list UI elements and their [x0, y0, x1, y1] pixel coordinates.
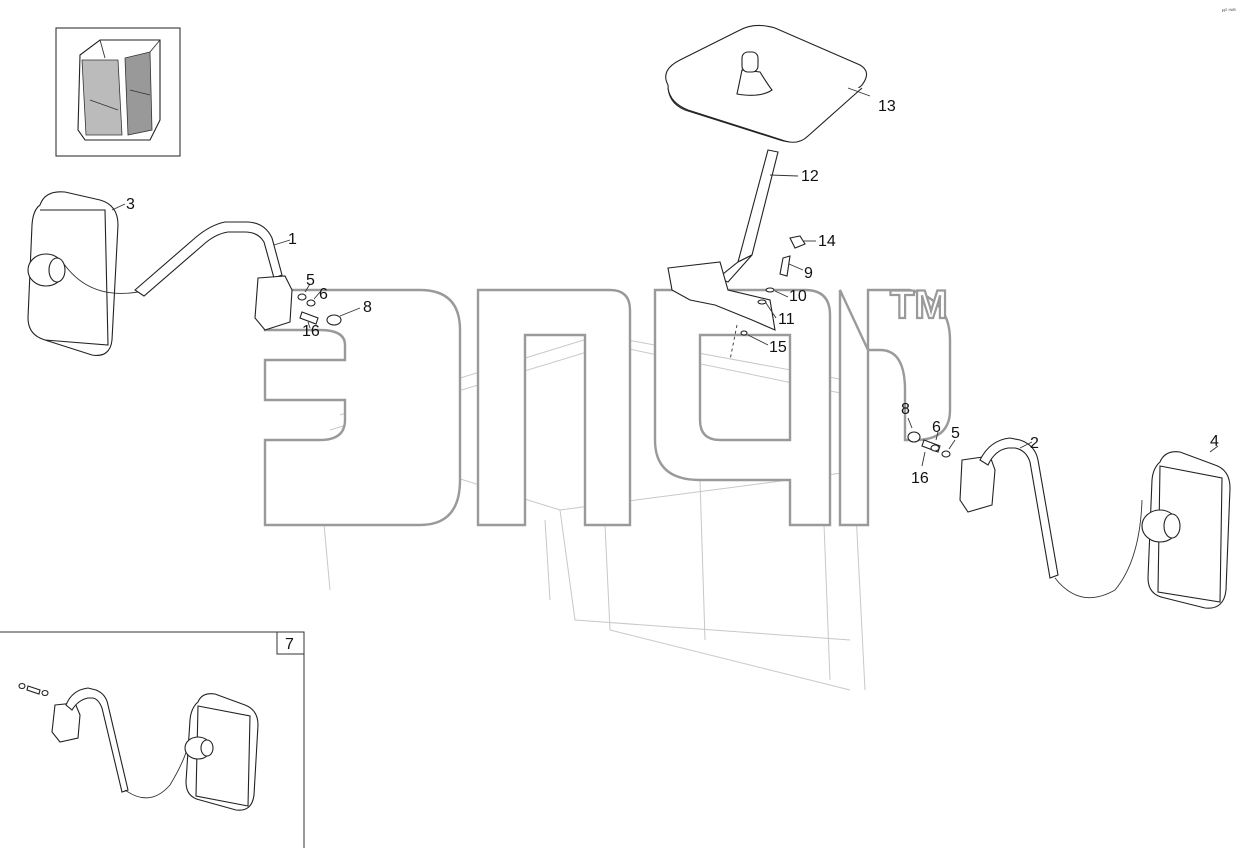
fastener-set-right: [907, 417, 956, 467]
corner-code: ᴎᴳ ᵇᵂᴮ: [1222, 8, 1236, 14]
mirror-icon: [1141, 445, 1231, 609]
callout-5b: 5: [951, 425, 960, 442]
callout-4: 4: [1210, 433, 1219, 450]
callout-6a: 6: [319, 286, 328, 303]
callout-8a: 8: [363, 299, 372, 316]
callout-15: 15: [769, 339, 787, 356]
cab-thumbnail-icon: [55, 27, 181, 157]
callout-16a: 16: [302, 323, 320, 340]
callout-8b: 8: [901, 401, 910, 418]
fastener-set-top: [740, 235, 816, 346]
mirror-arm-icon: [134, 221, 293, 331]
roof-panel: [665, 24, 871, 143]
inset-variant-box: [0, 631, 305, 848]
callout-6b: 6: [932, 419, 941, 436]
trademark-label: TM: [890, 283, 948, 327]
fastener-set-left: [297, 283, 361, 329]
callout-3: 3: [126, 196, 135, 213]
watermark-logo: TM: [263, 282, 952, 527]
callout-16b: 16: [911, 470, 929, 487]
callout-2: 2: [1030, 435, 1039, 452]
callout-1: 1: [288, 231, 297, 248]
roof-bracket-icon: [667, 149, 799, 361]
callout-5a: 5: [306, 272, 315, 289]
callout-10: 10: [789, 288, 807, 305]
callout-7: 7: [285, 636, 294, 653]
callout-9: 9: [804, 265, 813, 282]
callout-12: 12: [801, 168, 819, 185]
mirror-arm-icon: [959, 437, 1143, 599]
callout-11: 11: [778, 311, 795, 328]
callout-13: 13: [878, 98, 896, 115]
callout-14: 14: [818, 233, 836, 250]
mirror-icon: [27, 191, 139, 356]
